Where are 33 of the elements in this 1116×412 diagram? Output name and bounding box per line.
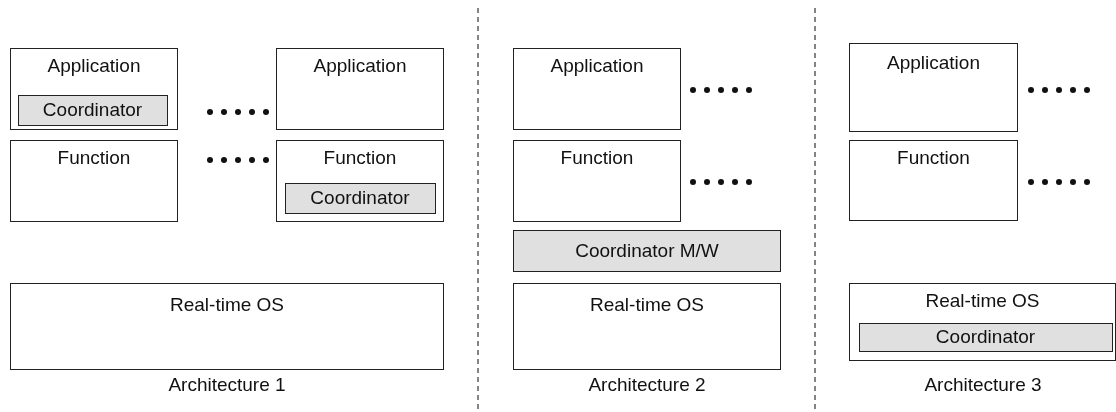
box-label: Coordinator M/W xyxy=(574,240,720,262)
box-label: Function xyxy=(896,147,971,169)
component-box xyxy=(513,48,681,130)
architecture-caption: Architecture 2 xyxy=(588,374,706,396)
coordinator-box xyxy=(284,182,436,214)
coordinator-box xyxy=(513,230,781,272)
box-label: Application xyxy=(549,55,645,77)
box-label: Function xyxy=(322,147,398,169)
component-box xyxy=(849,140,1018,221)
box-label: Application xyxy=(886,52,981,74)
coordinator-box xyxy=(17,94,168,126)
component-box xyxy=(849,43,1018,132)
component-box xyxy=(513,283,781,370)
box-label: Function xyxy=(559,147,635,169)
box-label: Coordinator xyxy=(41,99,144,121)
box-label: Application xyxy=(312,55,408,77)
component-box xyxy=(10,48,178,130)
coordinator-box xyxy=(858,322,1113,352)
box-label: Coordinator xyxy=(309,187,411,209)
component-box xyxy=(276,140,444,222)
component-box xyxy=(10,283,444,370)
component-box xyxy=(849,283,1116,361)
box-label: Real-time OS xyxy=(589,294,705,316)
box-label: Application xyxy=(46,55,142,77)
box-label: Function xyxy=(56,147,132,169)
box-label: Real-time OS xyxy=(924,290,1041,312)
component-box xyxy=(10,140,178,222)
component-box xyxy=(513,140,681,222)
architecture-caption: Architecture 1 xyxy=(168,374,286,396)
architecture-caption: Architecture 3 xyxy=(924,374,1042,396)
component-box xyxy=(276,48,444,130)
box-label: Real-time OS xyxy=(169,294,285,316)
box-label: Coordinator xyxy=(934,326,1037,348)
